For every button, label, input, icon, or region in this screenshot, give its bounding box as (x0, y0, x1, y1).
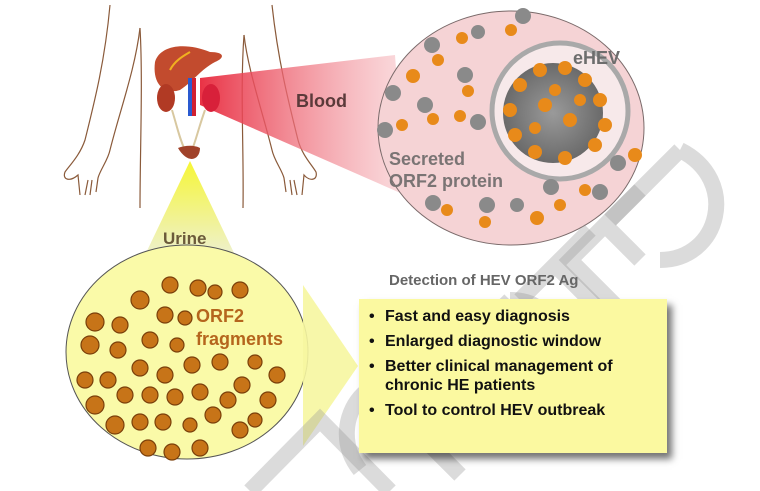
detection-arrow (303, 285, 358, 446)
urine-label: Urine (163, 229, 207, 248)
secreted-orf2-proteins (377, 8, 642, 228)
orf2-label-line1: ORF2 (196, 306, 245, 326)
urine-beam (145, 161, 235, 255)
bullet-icon: • (369, 358, 375, 375)
bullet-icon: • (369, 333, 375, 350)
benefits-box: •Fast and easy diagnosis •Enlarged diagn… (359, 299, 667, 453)
benefit-item: •Enlarged diagnostic window (369, 333, 602, 350)
blood-label: Blood (296, 91, 347, 111)
secreted-orf2-label: Secreted ORF2 protein (389, 148, 503, 192)
ehev-virus-core (503, 63, 603, 163)
secreted-label-line1: Secreted (389, 149, 466, 169)
benefit-item: •Fast and easy diagnosis (369, 308, 570, 325)
benefit-item: •Tool to control HEV outbreak (369, 402, 606, 419)
bullet-icon: • (369, 308, 375, 325)
benefit-item: •Better clinical management of chronic H… (369, 358, 613, 394)
ehev-capsid-spikes (503, 61, 612, 165)
secreted-label-line2: ORF2 protein (389, 171, 504, 191)
ehev-label: eHEV (573, 48, 621, 68)
orf2-fragments (76, 276, 286, 461)
bullet-icon: • (369, 402, 375, 419)
benefits-list: •Fast and easy diagnosis •Enlarged diagn… (359, 299, 667, 420)
organs-icon (154, 46, 222, 159)
detection-title: Detection of HEV ORF2 Ag (389, 272, 579, 289)
orf2-fragments-label: ORF2 fragments (196, 305, 283, 351)
blood-beam (200, 55, 405, 195)
orf2-label-line2: fragments (196, 329, 284, 349)
